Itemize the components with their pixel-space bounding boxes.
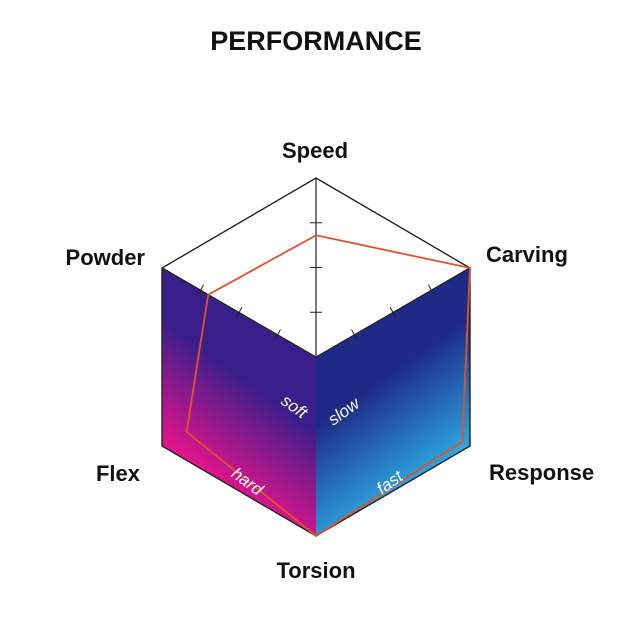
performance-series	[185, 234, 471, 538]
axis-label-response: Response	[489, 460, 594, 485]
axis-tick	[351, 329, 358, 341]
response-zone	[316, 267, 470, 536]
axis-ticks	[197, 222, 435, 341]
flex-zone	[162, 267, 316, 536]
axis-label-carving: Carving	[486, 242, 568, 267]
axis-label-powder: Powder	[66, 245, 146, 270]
axis-tick	[274, 329, 281, 341]
axis-tick	[389, 307, 397, 318]
axis-label-flex: Flex	[96, 461, 141, 486]
axis-label-torsion: Torsion	[276, 558, 355, 583]
axis-tick	[235, 307, 243, 318]
axis-label-speed: Speed	[282, 138, 348, 163]
axis-tick	[197, 284, 204, 296]
chart-title: PERFORMANCE	[210, 26, 422, 56]
axis-tick	[428, 284, 435, 296]
